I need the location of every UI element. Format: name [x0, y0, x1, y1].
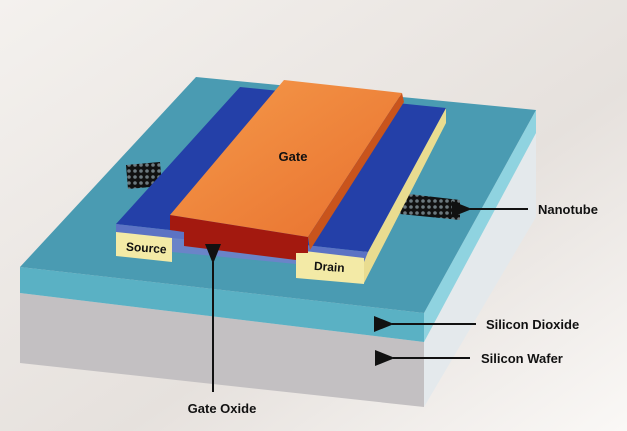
nanotube-right	[400, 193, 460, 220]
drain-side-face	[364, 108, 446, 283]
gate-top-face	[170, 80, 402, 237]
source-label: Source	[125, 240, 167, 257]
silicon-wafer-label: Silicon Wafer	[481, 351, 563, 366]
silicon-dioxide-label: Silicon Dioxide	[486, 317, 579, 332]
silicon-wafer-front-face	[20, 293, 424, 407]
silicon-dioxide-front-face	[20, 267, 424, 342]
gate-side-face	[308, 93, 404, 250]
drain-label: Drain	[313, 259, 345, 275]
silicon-wafer-side-face	[424, 133, 536, 407]
drain-contact	[296, 250, 364, 284]
source-contact	[116, 232, 172, 262]
nanotube-left	[126, 162, 162, 189]
nanotube-label: Nanotube	[538, 202, 598, 217]
silicon-dioxide-side-face	[424, 110, 536, 342]
gate-label: Gate	[279, 149, 308, 164]
gate-oxide-label: Gate Oxide	[188, 401, 257, 416]
gate-front-face	[170, 215, 308, 260]
